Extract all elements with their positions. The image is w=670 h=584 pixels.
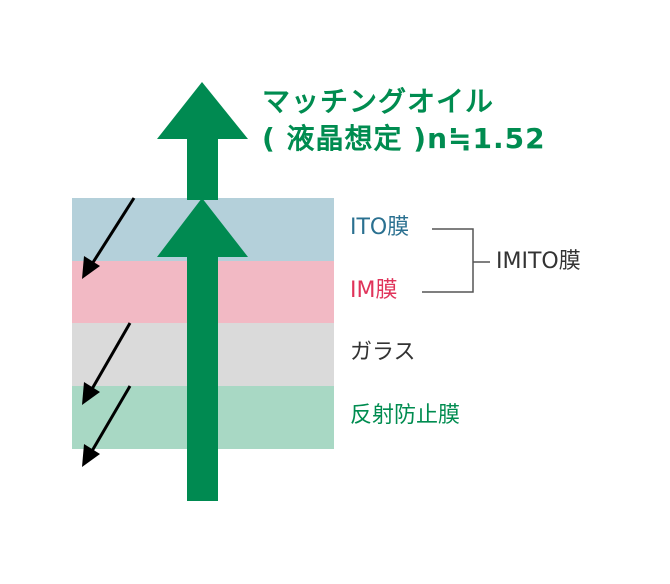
reflection-arrow-ito-icon: [82, 197, 136, 279]
transmitted-light-arrow: [157, 82, 248, 501]
imito-bracket: [422, 228, 490, 293]
reflection-arrows: [82, 197, 136, 467]
reflection-arrow-glass-icon: [82, 322, 132, 405]
label-glass: ガラス: [350, 340, 416, 365]
label-imito: IMITO膜: [496, 249, 581, 274]
reflection-arrow-ar-icon: [82, 385, 132, 467]
title-line1: マッチングオイル: [262, 85, 495, 118]
label-ito: ITO膜: [350, 215, 410, 240]
label-antireflection: 反射防止膜: [350, 403, 461, 428]
title-line2: ( 液晶想定 )n≒1.52: [262, 122, 546, 155]
label-im: IM膜: [350, 278, 398, 303]
